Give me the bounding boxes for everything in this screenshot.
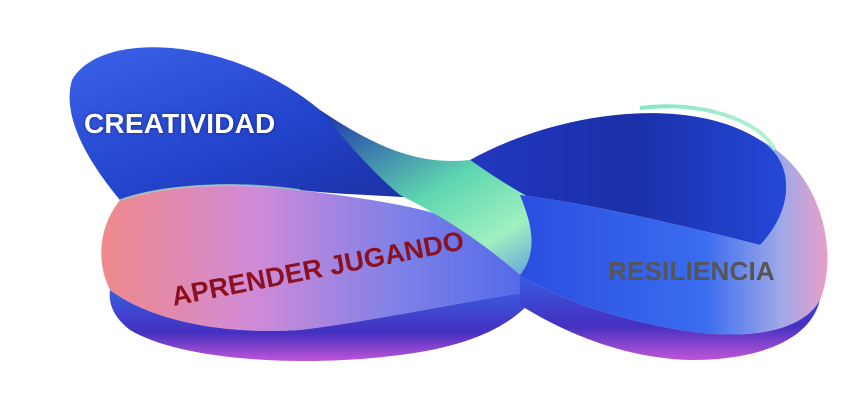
strip-right-lower bbox=[520, 275, 820, 360]
strip-left-inner bbox=[101, 184, 541, 331]
strip-left-upper bbox=[69, 47, 441, 201]
label-creatividad: CREATIVIDAD bbox=[84, 108, 276, 139]
strip-back-surface bbox=[470, 113, 787, 246]
label-resiliencia: RESILIENCIA bbox=[608, 256, 775, 286]
strip-left-lower bbox=[109, 290, 540, 362]
strip-rim-highlight bbox=[639, 104, 777, 151]
strip-twist bbox=[320, 110, 600, 275]
strip-right-front bbox=[520, 140, 828, 335]
strip-rim-highlight bbox=[119, 184, 301, 201]
